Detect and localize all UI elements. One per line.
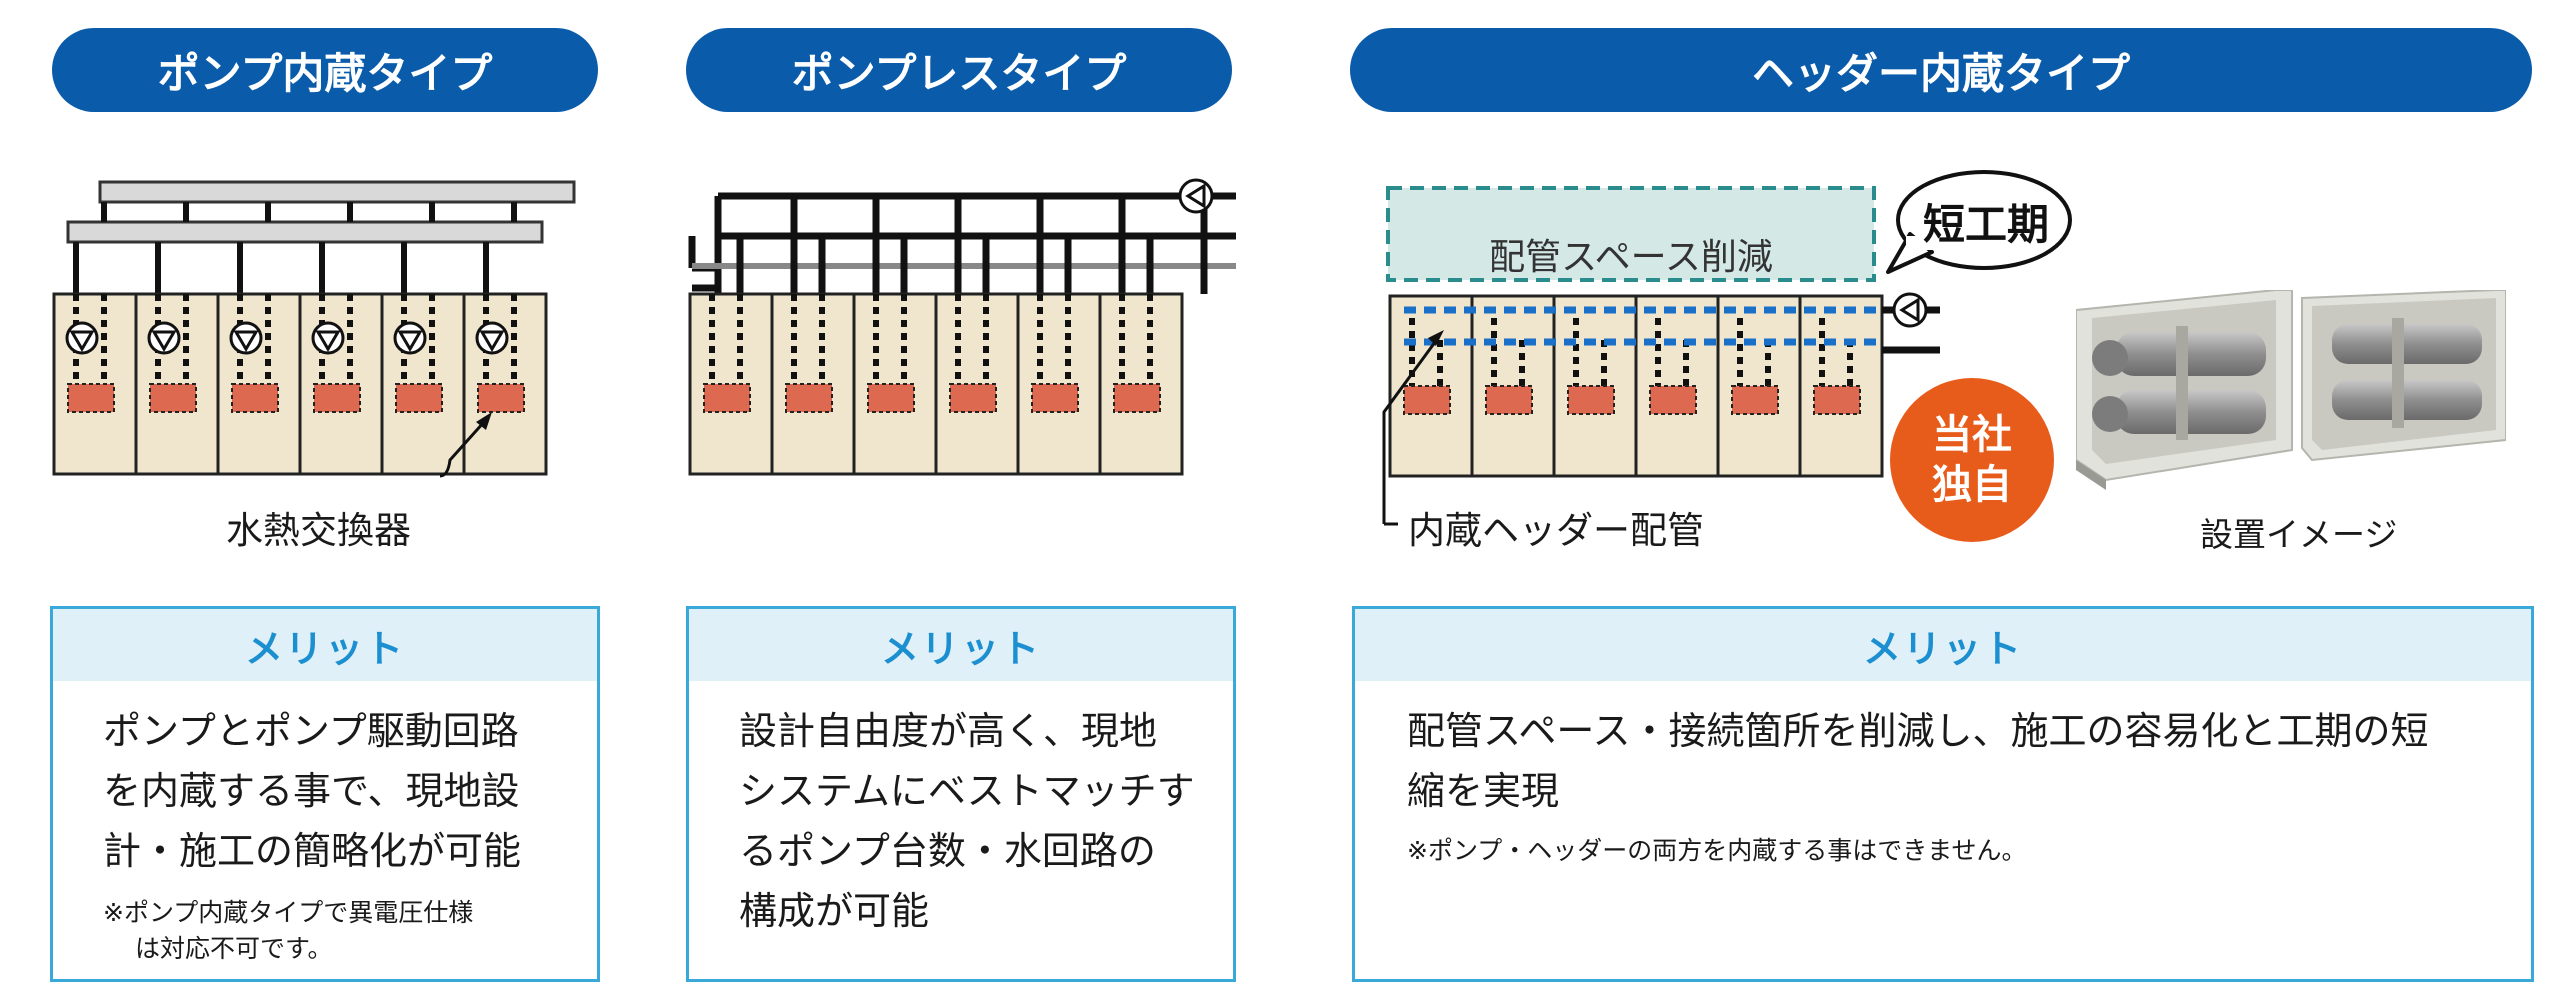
note-line: は対応不可です。 (135, 934, 333, 963)
pump-icons (65, 321, 509, 355)
pumpless-merit-box: メリット 設計自由度が高く、現地 システムにベストマッチす るポンプ台数・水回路… (686, 606, 1236, 982)
merit-heading: メリット (53, 609, 597, 681)
header-builtin-type-header: ヘッダー内蔵タイプ (1350, 28, 2532, 112)
short-construction-bubble (1896, 170, 2072, 270)
merit-line: 計・施工の簡略化が可能 (103, 829, 522, 873)
header-builtin-diagram (1382, 170, 2072, 526)
badge-line-2: 独自 (1932, 462, 2012, 508)
outdoor-units (52, 292, 548, 476)
pump-builtin-type-header: ポンプ内蔵タイプ (52, 28, 598, 112)
merit-line: ポンプとポンプ駆動回路 (103, 709, 519, 753)
internal-pipes (1409, 318, 1853, 390)
merit-line: 縮を実現 (1407, 769, 1560, 813)
unit-left (2076, 290, 2293, 482)
merit-line: システムにベストマッチす (739, 769, 1195, 813)
header-builtin-merit-box: メリット 配管スペース・接続箇所を削減し、施工の容易化と工期の短 縮を実現 ※ポ… (1352, 606, 2534, 982)
note-line: ※ポンプ内蔵タイプで異電圧仕様 (103, 898, 474, 927)
merit-note: ※ポンプ・ヘッダーの両方を内蔵する事はできません。 (1355, 821, 2531, 869)
water-heat-exchangers (1403, 385, 1861, 415)
pump-builtin-type-title: ポンプ内蔵タイプ (157, 48, 493, 98)
heat-exchanger-leader-line (439, 420, 486, 478)
pump-builtin-merit-box: メリット ポンプとポンプ駆動回路 を内蔵する事で、現地設 計・施工の簡略化が可能… (50, 606, 600, 982)
merit-line: 構成が可能 (739, 889, 930, 933)
pumpless-type-header: ポンプレスタイプ (686, 28, 1232, 112)
internal-pipes (709, 294, 1153, 388)
unit-base (2076, 460, 2106, 490)
water-heat-exchangers (703, 383, 1161, 413)
merit-line: るポンプ台数・水回路の (739, 829, 1156, 873)
external-pump-icon (1178, 178, 1214, 214)
heat-exchanger-label: 水熱交換器 (226, 509, 411, 552)
leader-arrow-head (476, 412, 492, 430)
bubble-tail-mask (1906, 236, 1936, 250)
unit-right (2301, 290, 2506, 462)
pumpless-diagram (688, 178, 1236, 476)
header-leader-line (1382, 337, 1440, 524)
note-line: ※ポンプ・ヘッダーの両方を内蔵する事はできません。 (1407, 836, 2027, 865)
header-pump-icon (1892, 292, 1928, 328)
installation-image (2076, 290, 2506, 490)
header-builtin-type-title: ヘッダー内蔵タイプ (1751, 48, 2130, 98)
internal-pipes (73, 294, 517, 388)
merit-line: を内蔵する事で、現地設 (103, 769, 520, 813)
piping-space-reduced-box (1386, 186, 1876, 282)
badge-line-1: 当社 (1932, 412, 2012, 458)
short-construction-label: 短工期 (1922, 199, 2049, 249)
merit-heading: メリット (689, 609, 1233, 681)
riser-pipes (714, 192, 1208, 294)
merit-heading: メリット (1355, 609, 2531, 681)
riser-pipes (73, 202, 517, 294)
pumpless-type-title: ポンプレスタイプ (791, 48, 1127, 98)
upper-header-pipe (98, 180, 576, 204)
merit-text: 配管スペース・接続箇所を削減し、施工の容易化と工期の短 縮を実現 (1355, 681, 2531, 821)
lower-header-pipe (66, 220, 544, 244)
company-original-badge: 当社 独自 (1890, 378, 2054, 542)
installation-image-caption: 設置イメージ (2200, 515, 2398, 554)
header-leader-arrow (1428, 330, 1444, 346)
merit-line: 配管スペース・接続箇所を削減し、施工の容易化と工期の短 (1407, 709, 2429, 753)
outdoor-units (1388, 294, 1884, 478)
pump-builtin-diagram (52, 180, 576, 478)
builtin-header-label: 内蔵ヘッダー配管 (1408, 509, 1704, 552)
water-heat-exchangers (67, 383, 525, 413)
merit-text: 設計自由度が高く、現地 システムにベストマッチす るポンプ台数・水回路の 構成が… (689, 681, 1233, 941)
merit-text: ポンプとポンプ駆動回路 を内蔵する事で、現地設 計・施工の簡略化が可能 (53, 681, 597, 881)
merit-note: ※ポンプ内蔵タイプで異電圧仕様 は対応不可です。 (53, 881, 597, 967)
outdoor-units (688, 292, 1184, 476)
piping-space-label: 配管スペース削減 (1489, 237, 1773, 278)
merit-line: 設計自由度が高く、現地 (739, 709, 1158, 753)
